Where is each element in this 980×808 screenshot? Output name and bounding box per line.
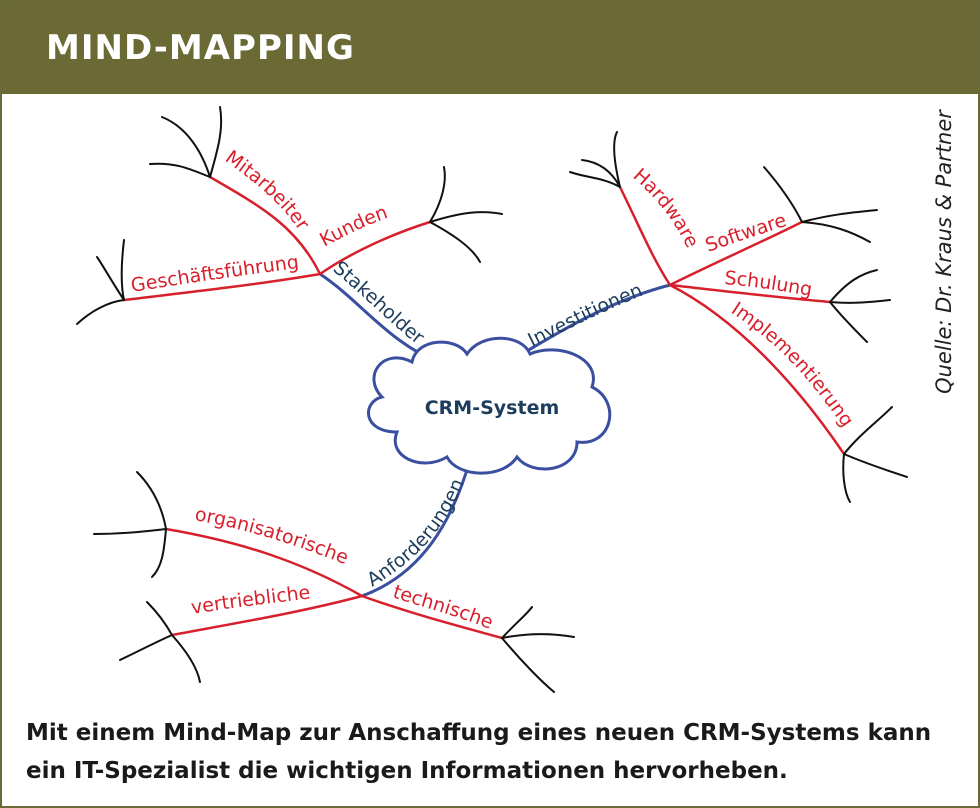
svg-text:Implementierung: Implementierung bbox=[727, 298, 858, 431]
label-organisatorische: organisatorische bbox=[193, 503, 351, 569]
branch-kunden-line bbox=[318, 220, 432, 276]
branch-vertriebliche-line bbox=[170, 594, 364, 637]
label-investitionen: Investitionen bbox=[524, 279, 645, 351]
header-bar: MIND-MAPPING bbox=[2, 2, 978, 94]
cloud-shape bbox=[367, 336, 612, 475]
branch-hardware-line bbox=[618, 185, 672, 287]
branch-organisatorische-line bbox=[164, 527, 364, 598]
branch-investitionen-line bbox=[520, 283, 672, 356]
label-technische: technische bbox=[390, 581, 496, 634]
source-note: Quelle: Dr. Kraus & Partner bbox=[932, 110, 956, 394]
figure-caption: Mit einem Mind-Map zur Anschaffung eines… bbox=[26, 720, 932, 784]
svg-text:Kunden: Kunden bbox=[316, 201, 390, 251]
branch-implementierung-line bbox=[668, 283, 846, 456]
svg-text:Stakeholder: Stakeholder bbox=[329, 257, 428, 349]
branch-anforderungen-line bbox=[360, 458, 472, 598]
label-kunden: Kunden bbox=[316, 201, 390, 251]
label-anforderungen: Anforderungen bbox=[363, 475, 469, 591]
header-title: MIND-MAPPING bbox=[46, 28, 355, 68]
label-implementierung: Implementierung bbox=[727, 298, 858, 431]
svg-text:Hardware: Hardware bbox=[629, 164, 703, 251]
mind-map-diagram: CRM-System Stakeholder Investitionen Anf… bbox=[76, 106, 908, 693]
svg-text:organisatorische: organisatorische bbox=[193, 503, 351, 569]
branch-software-line bbox=[668, 220, 804, 287]
branch-technische-line bbox=[360, 594, 504, 640]
label-stakeholder: Stakeholder bbox=[329, 257, 428, 349]
center-label: CRM-System bbox=[425, 397, 560, 419]
svg-text:technische: technische bbox=[390, 581, 496, 634]
branch-schulung-line bbox=[668, 283, 832, 304]
twigs bbox=[76, 106, 908, 693]
svg-text:Anforderungen: Anforderungen bbox=[363, 475, 469, 591]
label-hardware: Hardware bbox=[629, 164, 703, 251]
sub-branches bbox=[122, 175, 846, 640]
branch-geschaeftsfuehrung-line bbox=[122, 272, 322, 302]
branch-mitarbeiter-line bbox=[208, 175, 322, 276]
svg-text:Investitionen: Investitionen bbox=[524, 279, 645, 351]
